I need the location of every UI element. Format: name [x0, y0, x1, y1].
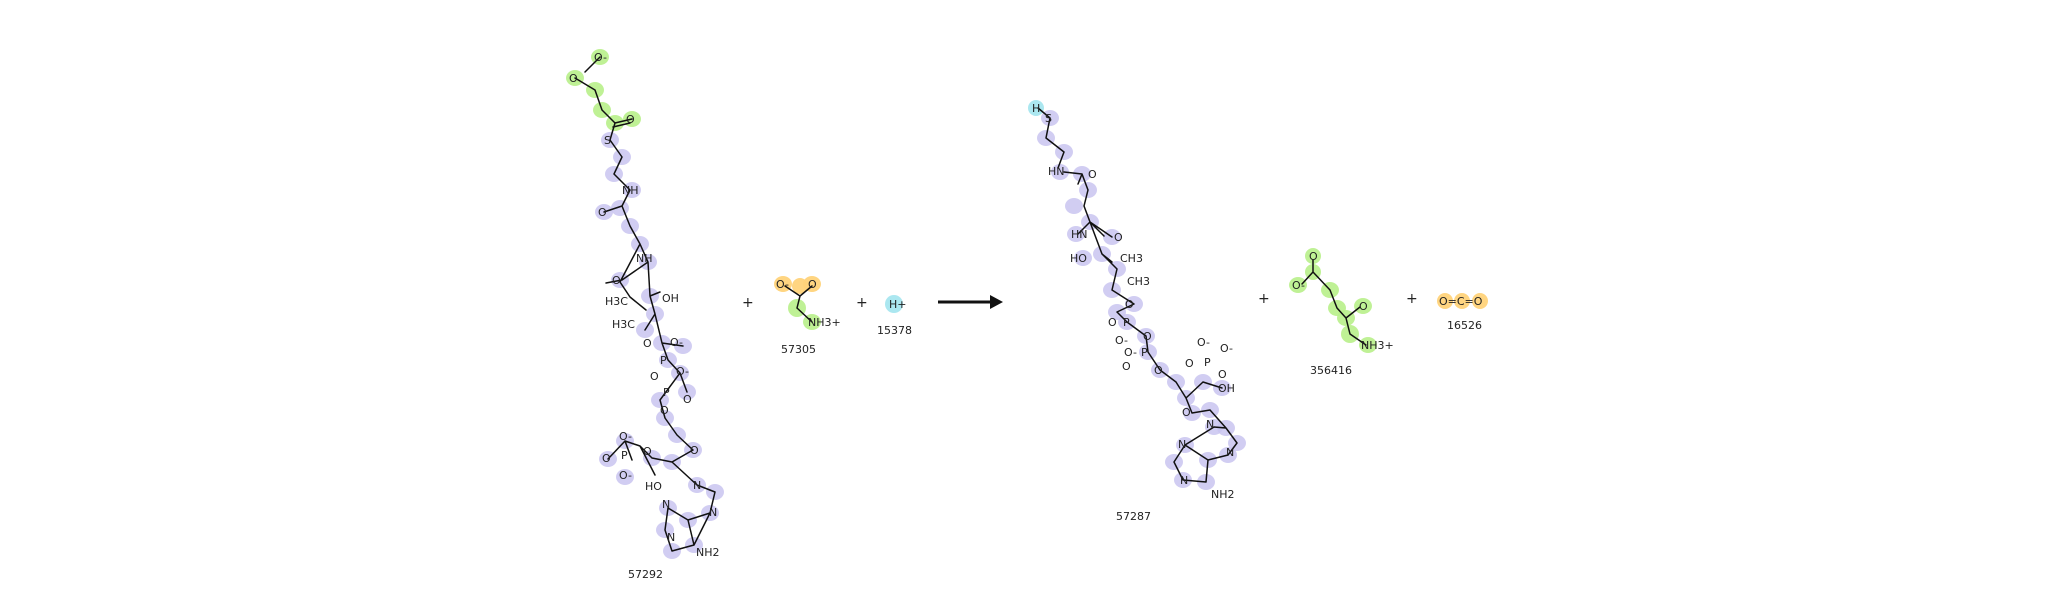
molecule-id-16526: 16526 [1447, 319, 1482, 332]
atom-o-minus: O- [670, 336, 683, 349]
atom-o-minus: O- [776, 278, 789, 291]
atom-o: O [612, 274, 621, 287]
reaction-arrow [938, 295, 1003, 309]
molecule-57305: O- O NH3+ 57305 [774, 276, 841, 356]
atom-ho: HO [645, 480, 662, 493]
plus-sign: + [856, 295, 868, 311]
plus-sign: + [1258, 291, 1270, 307]
atom-n: N [693, 479, 701, 492]
atom-o: O [660, 404, 669, 417]
bonds-57292 [574, 56, 716, 552]
atom-p: P [1123, 316, 1130, 329]
atom-n: N [1226, 446, 1234, 459]
atom-nh3-plus: NH3+ [808, 316, 841, 329]
atom-o-minus: O- [676, 365, 689, 378]
atom-o: O [1218, 368, 1227, 381]
atom-o: O [1359, 300, 1368, 313]
plus-sign: + [742, 295, 754, 311]
atom-o: O [1185, 357, 1194, 370]
atom-o: O [643, 337, 652, 350]
atom-o-minus: O- [1115, 334, 1128, 347]
atom-p: P [660, 354, 667, 367]
atom-o: O [1108, 316, 1117, 329]
atom-p: P [663, 386, 670, 399]
atom-o: O [690, 444, 699, 457]
atom-o: O [1143, 330, 1152, 343]
atom-o: O [1154, 364, 1163, 377]
atom-h3c: H3C [612, 318, 635, 331]
molecule-id-57305: 57305 [781, 343, 816, 356]
atom-p: P [1204, 356, 1211, 369]
atom-nh3-plus: NH3+ [1361, 339, 1394, 352]
atom-oh: OH [1218, 382, 1235, 395]
atom-nh: NH [622, 184, 639, 197]
atom-o: O [1309, 250, 1318, 263]
atom-n: N [662, 498, 670, 511]
atom-co2: O=C=O [1439, 295, 1483, 308]
atom-o: O [598, 206, 607, 219]
atom-n: N [1206, 418, 1214, 431]
atom-o: O [808, 278, 817, 291]
atom-o-minus: O- [1220, 342, 1233, 355]
atom-o: O [650, 370, 659, 383]
atom-labels-57287: H S HN O HN O HO CH3 CH3 O O P O O- O- P… [1032, 102, 1235, 501]
atom-ch3: CH3 [1120, 252, 1143, 265]
atom-o: O [1088, 168, 1097, 181]
atom-n: N [667, 531, 675, 544]
atom-o-minus: O- [1292, 279, 1305, 292]
molecule-356416: O O- O NH3+ 356416 [1289, 248, 1394, 377]
molecule-id-15378: 15378 [877, 324, 912, 337]
atom-h3c: H3C [605, 295, 628, 308]
atom-ch3: CH3 [1127, 275, 1150, 288]
atom-o: O [1122, 360, 1131, 373]
molecule-id-356416: 356416 [1310, 364, 1352, 377]
atom-o: O [683, 393, 692, 406]
atom-s: S [1045, 112, 1052, 125]
atom-nh: NH [636, 252, 653, 265]
atom-o: O [569, 72, 578, 85]
atom-p: P [1141, 346, 1148, 359]
atom-nh2: NH2 [696, 546, 720, 559]
atom-nh2: NH2 [1211, 488, 1235, 501]
atom-hn: HN [1071, 228, 1088, 241]
atom-n: N [1178, 438, 1186, 451]
atom-o: O [1182, 406, 1191, 419]
atom-labels-57292: O- O O S NH O NH O OH H3C H3C O O- P O- … [569, 51, 720, 559]
atom-o: O [602, 452, 611, 465]
atom-n: N [709, 506, 717, 519]
molecule-16526: O=C=O 16526 [1437, 293, 1488, 332]
plus-sign: + [1406, 291, 1418, 307]
atom-o-minus: O- [619, 469, 632, 482]
atom-s: S [604, 134, 611, 147]
atom-o: O [1125, 298, 1134, 311]
atom-o-minus: O- [1124, 346, 1137, 359]
molecule-57292: O- O O S NH O NH O OH H3C H3C O O- P O- … [566, 49, 724, 581]
atom-o: O [626, 113, 635, 126]
atom-ho: HO [1070, 252, 1087, 265]
atom-o-minus: O- [1197, 336, 1210, 349]
molecule-id-57292: 57292 [628, 568, 663, 581]
molecule-id-57287: 57287 [1116, 510, 1151, 523]
molecule-57287: H S HN O HN O HO CH3 CH3 O O P O O- O- P… [1028, 100, 1246, 523]
atom-o: O [1114, 231, 1123, 244]
atom-hn: HN [1048, 165, 1065, 178]
atom-o: O [643, 445, 652, 458]
atom-h-plus: H+ [889, 298, 907, 311]
atom-h: H [1032, 102, 1040, 115]
atom-oh: OH [662, 292, 679, 305]
highlights-57287 [1028, 100, 1246, 490]
atom-o-minus: O- [619, 430, 632, 443]
molecule-15378: H+ 15378 [877, 295, 912, 337]
atom-o-minus: O- [594, 51, 607, 64]
atom-n: N [1180, 474, 1188, 487]
atom-p: P [621, 449, 628, 462]
bonds-57287 [1037, 107, 1238, 483]
